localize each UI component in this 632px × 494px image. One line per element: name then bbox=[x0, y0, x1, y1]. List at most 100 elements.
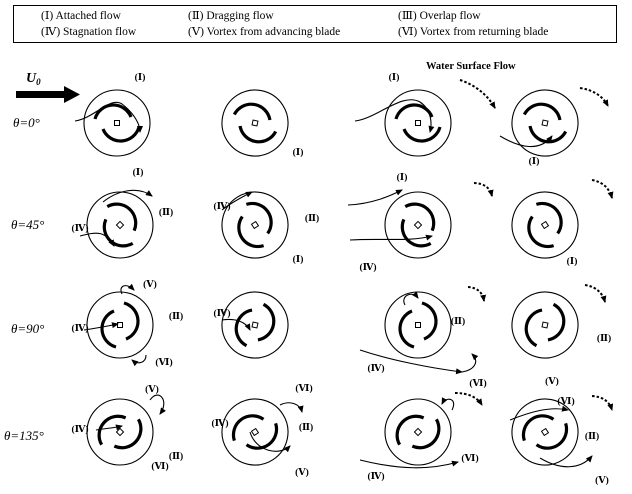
water-surface-flow-8 bbox=[591, 395, 614, 411]
marker-i-5: (Ⅰ) bbox=[133, 167, 144, 178]
attached-flow-r2c1 bbox=[102, 189, 153, 203]
flow-lines bbox=[74, 79, 614, 469]
angle-label-45: θ=45° bbox=[11, 217, 44, 232]
marker-v-14: (Ⅴ) bbox=[143, 279, 157, 290]
rotor-r3-c1 bbox=[86, 291, 154, 359]
rotor-r4-c1 bbox=[86, 398, 154, 466]
vortex-adv-r4c4 bbox=[539, 455, 593, 468]
marker-iv-7: (Ⅳ) bbox=[71, 223, 88, 234]
rotor-r4-c2 bbox=[221, 398, 289, 466]
returning-r4c4 bbox=[509, 405, 569, 421]
marker-i-13: (Ⅰ) bbox=[567, 256, 578, 267]
marker-i-4: (Ⅰ) bbox=[529, 156, 540, 167]
water-surface-flow-6 bbox=[584, 284, 607, 303]
stagnation-flow-r3c3 bbox=[359, 349, 463, 375]
rotor-r3-c2 bbox=[221, 291, 289, 359]
marker-ii-9: (Ⅱ) bbox=[305, 213, 319, 224]
rotor-grid bbox=[83, 89, 579, 466]
marker-v-24: (Ⅴ) bbox=[145, 384, 159, 395]
marker-v-31: (Ⅴ) bbox=[295, 467, 309, 478]
vortex-r4c2b bbox=[279, 402, 304, 413]
marker-i-11: (Ⅰ) bbox=[397, 172, 408, 183]
angle-label-135: θ=135° bbox=[4, 428, 44, 443]
marker-ii-19: (Ⅱ) bbox=[451, 316, 465, 327]
stagnation-flow-r2c1 bbox=[79, 232, 115, 247]
marker-vi-17: (Ⅵ) bbox=[155, 357, 172, 368]
marker-ii-6: (Ⅱ) bbox=[159, 207, 173, 218]
marker-ii-22: (Ⅱ) bbox=[597, 333, 611, 344]
water-surface-flow-3 bbox=[591, 179, 614, 199]
marker-i-1: (Ⅰ) bbox=[135, 72, 146, 83]
marker-ii-30: (Ⅱ) bbox=[299, 422, 313, 433]
vortex-adv-r3c3 bbox=[403, 291, 419, 306]
angle-label-0: θ=0° bbox=[13, 115, 40, 130]
marker-iv-29: (Ⅳ) bbox=[211, 418, 228, 429]
marker-vi-34: (Ⅵ) bbox=[557, 396, 574, 407]
marker-iv-8: (Ⅳ) bbox=[213, 201, 230, 212]
vortex-ret-r3c1 bbox=[131, 354, 147, 367]
vortex-r4c2 bbox=[249, 431, 291, 453]
marker-v-36: (Ⅴ) bbox=[595, 475, 609, 486]
rotor-r3-c4 bbox=[511, 291, 579, 359]
attached-flow-r1c1 bbox=[74, 101, 143, 133]
legend-overlap-flow: (Ⅲ) Overlap flow bbox=[398, 10, 481, 22]
stagnation-flow-r3c1 bbox=[83, 322, 119, 331]
u0-label: U0 bbox=[26, 71, 41, 87]
legend-vortex-advancing: (Ⅴ) Vortex from advancing blade bbox=[188, 26, 341, 38]
marker-iv-12: (Ⅳ) bbox=[359, 262, 376, 273]
vortex-ret-r3c3 bbox=[461, 353, 479, 373]
marker-vi-27: (Ⅵ) bbox=[151, 461, 168, 472]
legend-attached-flow: (Ⅰ) Attached flow bbox=[41, 10, 121, 22]
vortex-adv-r4c1 bbox=[149, 394, 166, 415]
marker-ii-15: (Ⅱ) bbox=[169, 311, 183, 322]
marker-vi-28: (Ⅵ) bbox=[295, 383, 312, 394]
marker-iv-32: (Ⅳ) bbox=[367, 471, 384, 482]
water-surface-flow-4 bbox=[473, 182, 494, 197]
freestream-arrow bbox=[16, 86, 80, 103]
rotor-r1-c4 bbox=[511, 89, 579, 157]
marker-iv-16: (Ⅳ) bbox=[71, 323, 88, 334]
marker-ii-25: (Ⅱ) bbox=[169, 451, 183, 462]
vortex-adv-r3c1 bbox=[120, 283, 135, 295]
stagnation-flow-r2c3b bbox=[349, 234, 433, 241]
marker-i-2: (Ⅰ) bbox=[293, 147, 304, 158]
legend-stagnation-flow: (Ⅳ) Stagnation flow bbox=[41, 26, 137, 38]
legend-dragging-flow: (Ⅱ) Dragging flow bbox=[188, 10, 274, 22]
marker-i-3: (Ⅰ) bbox=[389, 72, 400, 83]
rotor-r2-c2 bbox=[221, 191, 289, 259]
stagnation-flow-r3c2 bbox=[221, 318, 251, 331]
water-surface-flow-7 bbox=[454, 392, 483, 406]
marker-iv-18: (Ⅳ) bbox=[213, 308, 230, 319]
attached-flow-r1c3 bbox=[354, 99, 435, 133]
rotor-r1-c1 bbox=[83, 89, 151, 157]
marker-ii-35: (Ⅱ) bbox=[585, 431, 599, 442]
legend-box: (Ⅰ) Attached flow (Ⅱ) Dragging flow (Ⅲ) … bbox=[13, 5, 617, 43]
flow-markers: (Ⅰ) (Ⅰ) (Ⅰ) (Ⅰ) (Ⅰ) (Ⅱ) (Ⅳ) (Ⅳ) (Ⅱ) (Ⅰ) (Ⅰ) (Ⅳ) (Ⅰ) (… bbox=[71, 72, 611, 486]
vortex-r4c3 bbox=[441, 397, 455, 411]
marker-vi-21: (Ⅵ) bbox=[469, 378, 486, 389]
water-surface-label: Water Surface Flow bbox=[426, 61, 516, 72]
stagnation-flow-r4c1 bbox=[95, 424, 123, 431]
water-surface-flow-2 bbox=[579, 87, 609, 107]
rotor-r1-c3 bbox=[384, 89, 452, 157]
marker-vi-33: (Ⅵ) bbox=[461, 453, 478, 464]
rotor-r4-c3 bbox=[384, 398, 452, 466]
marker-i-10: (Ⅰ) bbox=[293, 254, 304, 265]
angle-label-90: θ=90° bbox=[11, 321, 44, 336]
rotor-r1-c2 bbox=[221, 89, 289, 157]
attached-flow-r2c3 bbox=[347, 189, 403, 206]
stagnation-flow-r2c2 bbox=[221, 191, 253, 211]
rotor-r3-c3 bbox=[384, 291, 452, 359]
rotor-r2-c3 bbox=[384, 191, 452, 259]
legend-vortex-returning: (Ⅵ) Vortex from returning blade bbox=[398, 26, 549, 38]
stagnation-flow-r4c3 bbox=[359, 459, 459, 469]
water-surface-flow-1 bbox=[459, 79, 496, 109]
attached-flow-r1c4 bbox=[499, 135, 553, 148]
marker-iv-26: (Ⅳ) bbox=[71, 424, 88, 435]
rotor-r4-c4 bbox=[511, 398, 579, 466]
rotor-r2-c4 bbox=[511, 191, 579, 259]
marker-v-23: (Ⅴ) bbox=[545, 376, 559, 387]
water-surface-flow-5 bbox=[467, 286, 487, 302]
marker-iv-20: (Ⅳ) bbox=[367, 363, 384, 374]
